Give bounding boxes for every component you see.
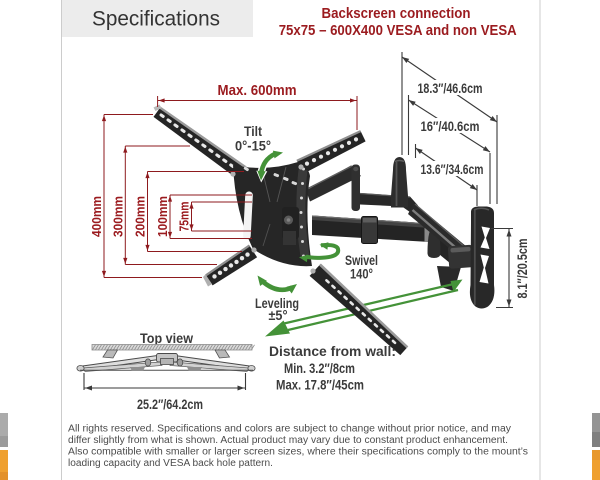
svg-text:Also compatible with smaller o: Also compatible with smaller or larger s… <box>68 447 528 458</box>
svg-text:18.3″/46.6cm: 18.3″/46.6cm <box>418 81 483 96</box>
svg-text:25.2″/64.2cm: 25.2″/64.2cm <box>137 396 203 412</box>
svg-text:differ slightly from what is s: differ slightly from what is shown. Actu… <box>68 435 508 446</box>
svg-text:Top view: Top view <box>140 330 193 346</box>
svg-text:300mm: 300mm <box>111 196 125 237</box>
svg-text:Max. 17.8″/45cm: Max. 17.8″/45cm <box>276 377 364 393</box>
svg-text:Backscreen connection: Backscreen connection <box>322 5 471 22</box>
svg-text:Specifications: Specifications <box>92 7 220 31</box>
svg-text:75mm: 75mm <box>178 202 192 232</box>
svg-text:Leveling: Leveling <box>255 295 299 311</box>
svg-text:loading capacity and VESA back: loading capacity and VESA back hole patt… <box>68 458 273 469</box>
svg-text:75x75 – 600X400 VESA and non V: 75x75 – 600X400 VESA and non VESA <box>279 22 517 39</box>
svg-text:Swivel: Swivel <box>345 252 378 268</box>
svg-text:400mm: 400mm <box>90 196 104 237</box>
svg-text:200mm: 200mm <box>134 196 148 237</box>
svg-text:Distance from wall:: Distance from wall: <box>269 343 396 359</box>
svg-text:0°-15°: 0°-15° <box>235 138 271 154</box>
svg-text:100mm: 100mm <box>156 196 170 237</box>
svg-text:Tilt: Tilt <box>244 123 262 139</box>
svg-text:Max. 600mm: Max. 600mm <box>218 82 297 99</box>
svg-text:Min. 3.2″/8cm: Min. 3.2″/8cm <box>284 360 355 376</box>
svg-text:16″/40.6cm: 16″/40.6cm <box>421 119 480 134</box>
svg-text:8.1″/20.5cm: 8.1″/20.5cm <box>515 239 530 299</box>
svg-text:All rights reserved. Specifica: All rights reserved. Specifications and … <box>68 424 511 435</box>
svg-text:140°: 140° <box>350 266 373 282</box>
svg-text:13.6″/34.6cm: 13.6″/34.6cm <box>421 162 484 177</box>
svg-text:±5°: ±5° <box>269 307 288 323</box>
